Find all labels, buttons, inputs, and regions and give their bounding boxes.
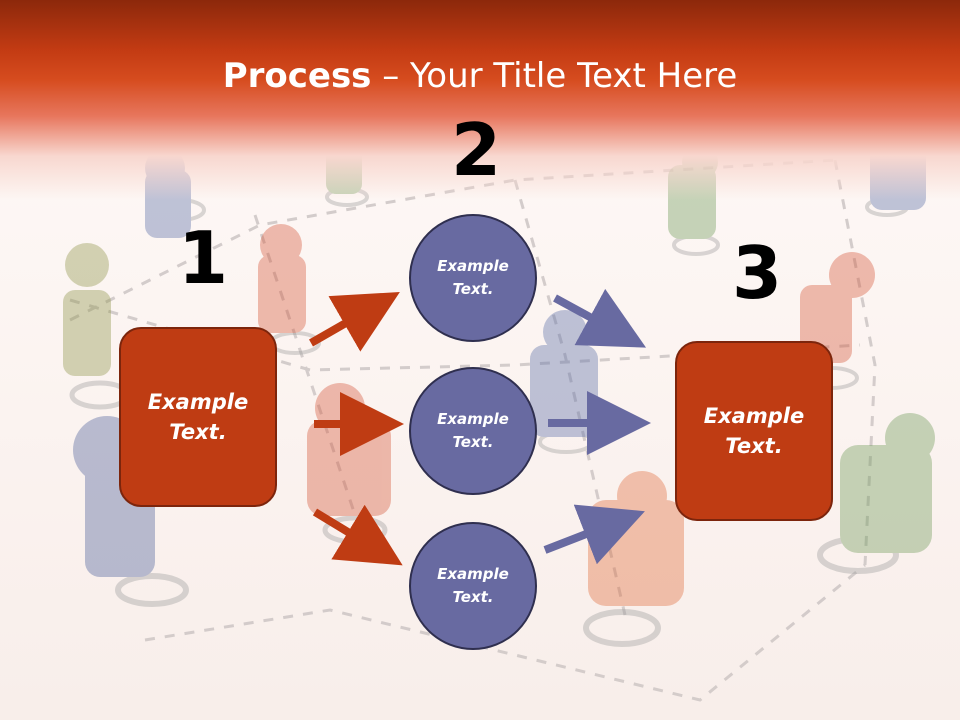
title-rest-text: – Your Title Text Here [371, 56, 738, 96]
slide-title: Process – Your Title Text Here [0, 56, 960, 96]
circle-bottom-text: Example Text. [437, 565, 509, 606]
process-circle-bottom: Example Text. [409, 522, 537, 650]
title-bold-text: Process [222, 56, 372, 96]
left-card-text: Example Text. [147, 390, 249, 444]
step-number-2: 2 [451, 108, 502, 192]
circle-middle-text: Example Text. [437, 410, 509, 451]
step-number-1: 1 [178, 216, 229, 300]
left-process-card: Example Text. [119, 327, 277, 507]
circle-top-text: Example Text. [437, 257, 509, 298]
right-process-card: Example Text. [675, 341, 833, 521]
step-number-3: 3 [732, 231, 783, 315]
process-circle-middle: Example Text. [409, 367, 537, 495]
right-card-text: Example Text. [703, 404, 805, 458]
process-circle-top: Example Text. [409, 214, 537, 342]
